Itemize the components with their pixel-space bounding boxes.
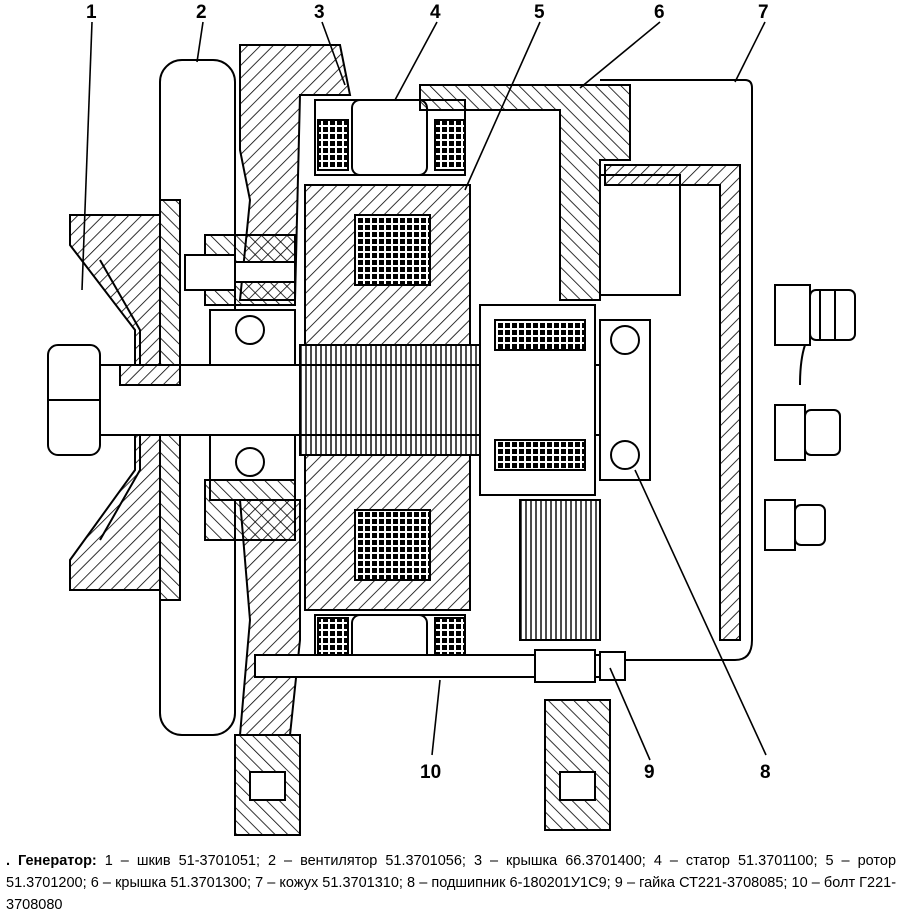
callout-labels: 1 2 3 4 5 6 7 8 9 10 bbox=[86, 2, 771, 783]
terminal-middle bbox=[774, 404, 841, 461]
caption-title: . Генератор: bbox=[6, 853, 97, 869]
callout-3: 3 bbox=[314, 2, 325, 23]
caption-part-5: 5 – ротор 51.3701200; bbox=[6, 853, 897, 891]
callout-6: 6 bbox=[654, 2, 665, 23]
callout-8: 8 bbox=[760, 762, 771, 783]
rear-mounting-lug bbox=[544, 699, 611, 831]
rear-cover bbox=[419, 84, 631, 301]
callout-2: 2 bbox=[196, 2, 207, 23]
callout-1: 1 bbox=[86, 2, 97, 23]
generator-cross-section-diagram: 1 2 3 4 5 6 7 8 9 10 bbox=[47, 2, 856, 836]
caption-part-3: 3 – крышка 66.3701400; bbox=[473, 853, 646, 869]
rotor-core bbox=[299, 344, 486, 456]
terminal-lower bbox=[764, 499, 826, 551]
caption-part-8: 8 – подшипник 6-180201У1С9; bbox=[407, 875, 611, 891]
callout-5: 5 bbox=[534, 2, 545, 23]
figure-caption: . Генератор: 1 – шкив 51-3701051; 2 – ве… bbox=[6, 850, 896, 916]
caption-part-4: 4 – статор 51.3701100; bbox=[653, 853, 818, 869]
caption-part-1: 1 – шкив 51-3701051; bbox=[104, 853, 261, 869]
caption-part-7: 7 – кожух 51.3701310; bbox=[255, 875, 403, 891]
callout-7: 7 bbox=[758, 2, 769, 23]
callout-4: 4 bbox=[430, 2, 441, 23]
bolt-nut bbox=[534, 649, 596, 683]
callout-9: 9 bbox=[644, 762, 655, 783]
caption-part-6: 6 – крышка 51.3701300; bbox=[90, 875, 251, 891]
caption-part-9: 9 – гайка СТ221-3708085; bbox=[614, 875, 788, 891]
caption-part-10: 10 – болт Г221-3708080 bbox=[6, 875, 897, 913]
terminal-upper bbox=[774, 284, 856, 346]
caption-part-2: 2 – вентилятор 51.3701056; bbox=[268, 853, 466, 869]
callout-10: 10 bbox=[420, 762, 441, 783]
regulator-block bbox=[599, 174, 681, 296]
